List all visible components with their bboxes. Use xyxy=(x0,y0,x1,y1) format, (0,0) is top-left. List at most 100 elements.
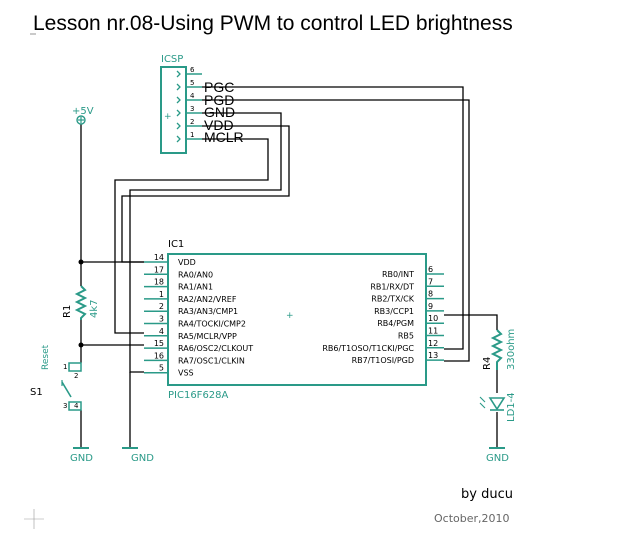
wires xyxy=(80,86,498,448)
ground-left: GND xyxy=(70,447,93,464)
switch-s1: 1 2 3 4 S1 Reset xyxy=(30,344,82,411)
ic-pin-number: 2 xyxy=(159,302,164,311)
ic-pin-name: RA1/AN1 xyxy=(178,283,213,292)
origin-cross xyxy=(24,509,44,529)
ic-pin-number: 17 xyxy=(154,265,164,274)
r4-value: 330ohm xyxy=(506,329,517,370)
icsp-pin-num: 2 xyxy=(190,118,194,126)
gnd-right-label: GND xyxy=(486,453,509,464)
ic-pin-number: 11 xyxy=(428,327,438,336)
ic-pin-name: VSS xyxy=(178,369,194,378)
ic-pin-number: 12 xyxy=(428,339,438,348)
s1-pin1: 1 xyxy=(63,363,67,371)
icsp-pin-num: 3 xyxy=(190,105,194,113)
footer-date: October,2010 xyxy=(434,512,510,525)
r4-name: R4 xyxy=(482,357,493,370)
r1-value: 4k7 xyxy=(89,299,100,318)
resistor-r4: R4 330ohm xyxy=(482,329,517,370)
ic-pin-name: RA4/TOCKI/CMP2 xyxy=(178,320,246,329)
s1-label: Reset xyxy=(41,344,51,370)
s1-pin4: 4 xyxy=(74,402,79,410)
ic-pin-number: 6 xyxy=(428,265,433,274)
ic-pin-number: 8 xyxy=(428,290,433,299)
ic-pin-name: RB6/T1OSO/T1CKI/PGC xyxy=(322,344,414,353)
ic-pin-name: RB5 xyxy=(398,332,414,341)
ic-pin-number: 14 xyxy=(154,253,164,262)
ic-pin-number: 15 xyxy=(154,339,164,348)
ic-pin-name: RA7/OSC1/CLKIN xyxy=(178,356,245,365)
ic-pin-name: VDD xyxy=(178,258,196,267)
s1-name: S1 xyxy=(30,387,43,398)
icsp-signal-gnd: GND xyxy=(204,104,235,120)
ic-pin-number: 18 xyxy=(154,278,164,287)
ic-pin-number: 1 xyxy=(159,290,164,299)
led-ld1-4: LD1-4 xyxy=(479,392,517,422)
ic-pin-name: RB1/RX/DT xyxy=(370,282,414,291)
icsp-pin-num: 6 xyxy=(190,66,195,74)
ic-pic16f628a: IC1 PIC16F628A + 14VDD17RA0/AN018RA1/AN1… xyxy=(144,239,444,401)
ground-middle: GND xyxy=(122,447,154,464)
ic-pin-name: RB0/INT xyxy=(382,270,414,279)
ic-pin-name: RA6/OSC2/CLKOUT xyxy=(178,344,253,353)
ic-pin-number: 5 xyxy=(159,364,164,373)
ic-pin-name: RA0/AN0 xyxy=(178,270,213,279)
s1-pin2: 2 xyxy=(74,372,78,380)
ic-pin-name: RA5/MCLR/VPP xyxy=(178,332,237,341)
supply-symbol: +5V xyxy=(72,106,94,125)
ic-center-mark: + xyxy=(286,311,294,321)
ic-pin-number: 13 xyxy=(428,351,438,360)
ic-pin-name: RB3/CCP1 xyxy=(374,307,414,316)
title: Lesson nr.08-Using PWM to control LED br… xyxy=(33,12,513,35)
icsp-signal-vdd: VDD xyxy=(204,117,234,133)
ic-pin-number: 9 xyxy=(428,302,433,311)
footer-author: by ducu xyxy=(461,487,513,502)
ic-part: PIC16F628A xyxy=(168,390,229,401)
ic-pin-name: RB2/TX/CK xyxy=(371,295,414,304)
ground-right: GND xyxy=(486,447,509,464)
ic-ref: IC1 xyxy=(168,239,184,250)
s1-pin3: 3 xyxy=(63,402,67,410)
supply-label: +5V xyxy=(72,106,94,117)
ic-pin-name: RA2/AN2/VREF xyxy=(178,295,237,304)
ic-pin-number: 3 xyxy=(159,315,164,324)
icsp-plus-mark: + xyxy=(164,112,172,122)
gnd-left-label: GND xyxy=(70,453,93,464)
r1-name: R1 xyxy=(62,305,73,318)
icsp-pin-num: 4 xyxy=(190,92,195,100)
icsp-pin-num: 1 xyxy=(190,131,194,139)
ic-pin-number: 10 xyxy=(428,314,438,323)
ic-pin-name: RB4/PGM xyxy=(377,319,414,328)
ic-pin-number: 4 xyxy=(159,327,164,336)
ic-pin-number: 7 xyxy=(428,277,433,286)
resistor-r1: R1 4k7 xyxy=(62,285,100,320)
icsp-connector: ICSP + 6 5 4 3 2 1 PGC PGD GND VDD MCLR xyxy=(160,54,244,154)
ic-pin-name: RA3/AN3/CMP1 xyxy=(178,307,238,316)
icsp-name: ICSP xyxy=(161,54,183,65)
ic-pin-name: RB7/T1OSI/PGD xyxy=(352,356,414,365)
led-name: LD1-4 xyxy=(506,392,517,422)
gnd-middle-label: GND xyxy=(131,453,154,464)
ic-pin-number: 16 xyxy=(154,351,164,360)
icsp-pin-num: 5 xyxy=(190,79,194,87)
junctions xyxy=(78,259,84,348)
icsp-signal-mclr: MCLR xyxy=(204,129,244,145)
